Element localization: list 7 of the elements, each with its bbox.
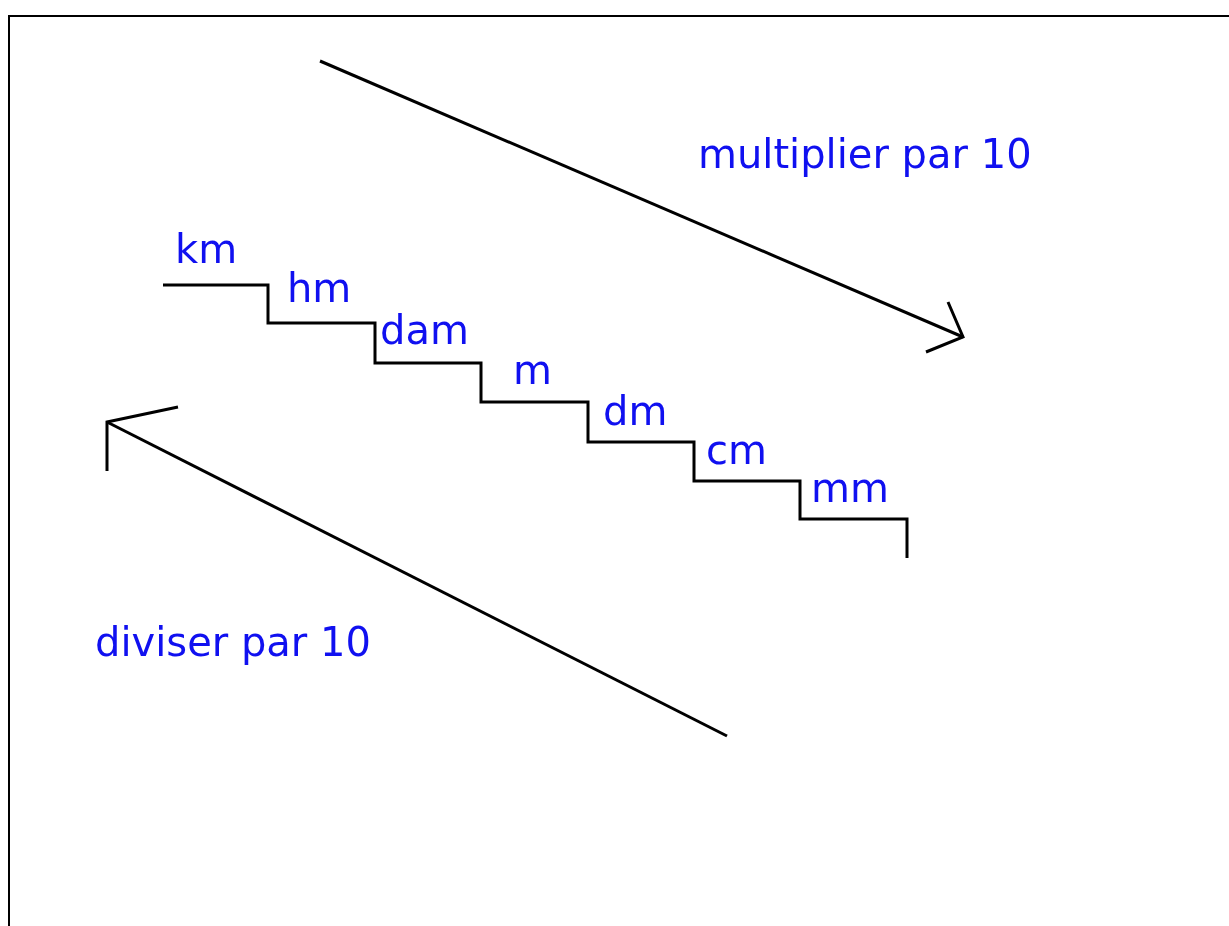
unit-label: m	[513, 350, 552, 390]
unit-label: km	[175, 229, 238, 269]
unit-label: cm	[706, 430, 767, 470]
unit-label: dam	[380, 310, 469, 350]
unit-label: dm	[603, 391, 668, 431]
unit-label: hm	[287, 268, 352, 308]
unit-label: mm	[811, 468, 889, 508]
